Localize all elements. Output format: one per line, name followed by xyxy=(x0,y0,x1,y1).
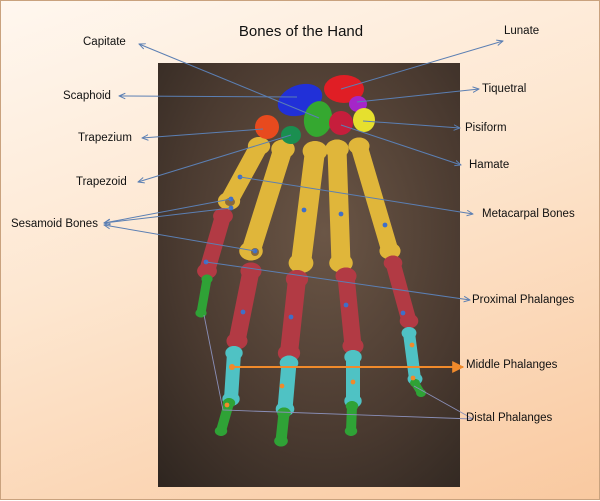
anchor-dot-9 xyxy=(400,310,406,316)
finger-4-distal-joint-1 xyxy=(345,401,359,411)
finger-2-proximal-joint-2 xyxy=(226,332,248,350)
finger-1-proximal-joint-2 xyxy=(197,263,217,279)
finger-3-middle xyxy=(277,355,297,417)
finger-5-metacarpal-joint-2 xyxy=(379,242,401,260)
label-middle-phalanges: Middle Phalanges xyxy=(466,359,558,371)
finger-3-metacarpal-joint-2 xyxy=(288,253,314,273)
diagram-title: Bones of the Hand xyxy=(238,23,364,40)
hamate-leader xyxy=(340,124,461,165)
label-metacarpal-bones: Metacarpal Bones xyxy=(482,208,575,220)
anchor-dot-12 xyxy=(382,222,388,228)
lunate-bone xyxy=(324,75,364,103)
label-tiquetral: Tiquetral xyxy=(482,83,527,95)
label-sesamoid-bones: Sesamoid Bones xyxy=(11,218,98,230)
finger-3-distal-joint-1 xyxy=(277,407,291,419)
label-trapezium: Trapezium xyxy=(78,132,132,144)
tiquetral-leader xyxy=(356,89,479,103)
finger-3-metacarpal-joint-1 xyxy=(302,141,328,161)
anchor-dot-7 xyxy=(288,314,294,320)
finger-5-middle xyxy=(403,327,421,385)
hamate-bone xyxy=(329,111,353,135)
label-lunate: Lunate xyxy=(504,25,540,37)
middle-anchor-dot-1 xyxy=(409,342,415,348)
finger-5-middle-joint-1 xyxy=(401,327,417,339)
finger-5-proximal-joint-2 xyxy=(399,313,419,329)
label-pisiform: Pisiform xyxy=(465,122,507,134)
finger-1-metacarpal-joint-1 xyxy=(247,137,271,155)
label-scaphoid: Scaphoid xyxy=(63,90,111,102)
finger-4-middle-joint-1 xyxy=(344,350,362,364)
sesamoid-leader-1 xyxy=(104,198,232,223)
capitate-leader xyxy=(139,44,320,119)
finger-5-distal-joint-1 xyxy=(410,379,420,387)
distal-leader xyxy=(203,314,474,420)
capitate-bone xyxy=(303,101,333,137)
middle-anchor-dot-3 xyxy=(279,383,285,389)
label-distal-phalanges: Distal Phalanges xyxy=(466,412,553,424)
finger-2-metacarpal xyxy=(241,139,293,261)
finger-5-proximal-joint-1 xyxy=(383,255,403,271)
middle-anchor-dot-2 xyxy=(350,379,356,385)
trapezium-leader xyxy=(142,128,264,138)
pisiform-leader xyxy=(362,120,460,128)
trapezoid-leader xyxy=(138,134,292,182)
middle-anchor-dot-5 xyxy=(410,375,416,381)
anchor-dot-10 xyxy=(301,207,307,213)
pisiform-bone xyxy=(353,108,375,132)
middle-anchor-dot-4 xyxy=(224,402,230,408)
anchor-dot-6 xyxy=(240,309,246,315)
finger-4-proximal-joint-2 xyxy=(342,337,364,355)
finger-4-proximal xyxy=(337,267,362,355)
finger-2-distal-joint-2 xyxy=(214,426,228,436)
finger-1-proximal-joint-1 xyxy=(213,208,233,224)
sesamoid-leader-2 xyxy=(104,207,232,223)
finger-2-metacarpal-joint-1 xyxy=(271,139,295,159)
finger-2-middle-joint-1 xyxy=(225,346,243,360)
finger-4-metacarpal xyxy=(327,139,351,273)
finger-2-metacarpal-joint-2 xyxy=(239,241,263,261)
finger-1-distal-joint-1 xyxy=(201,274,213,284)
proximal-leader xyxy=(205,261,470,300)
sesamoid-leader-3 xyxy=(104,225,256,252)
finger-1-proximal xyxy=(199,208,231,279)
finger-2-middle xyxy=(224,346,241,406)
label-trapezoid: Trapezoid xyxy=(76,176,127,188)
finger-1-distal xyxy=(196,274,212,318)
scaphoid-leader xyxy=(119,96,298,97)
anchor-dot-11 xyxy=(338,211,344,217)
finger-2-proximal-joint-1 xyxy=(240,262,262,280)
finger-4-proximal-joint-1 xyxy=(335,267,357,285)
finger-5-metacarpal-joint-1 xyxy=(348,137,370,155)
finger-2-proximal xyxy=(228,262,260,350)
finger-4-metacarpal-joint-1 xyxy=(325,139,349,159)
finger-3-distal-joint-2 xyxy=(274,435,288,447)
metacarpal-leader xyxy=(239,176,473,214)
finger-1-metacarpal xyxy=(220,137,268,210)
tiquetral-bone xyxy=(349,96,367,112)
anchor-dot-8 xyxy=(343,302,349,308)
label-hamate: Hamate xyxy=(469,159,510,171)
finger-4-distal-joint-2 xyxy=(344,426,358,436)
finger-5-proximal xyxy=(385,255,417,329)
label-proximal-phalanges: Proximal Phalanges xyxy=(472,294,575,306)
label-capitate: Capitate xyxy=(83,36,126,48)
trapezium-bone xyxy=(255,115,279,139)
finger-3-metacarpal xyxy=(291,141,325,273)
lunate-leader xyxy=(340,41,503,90)
